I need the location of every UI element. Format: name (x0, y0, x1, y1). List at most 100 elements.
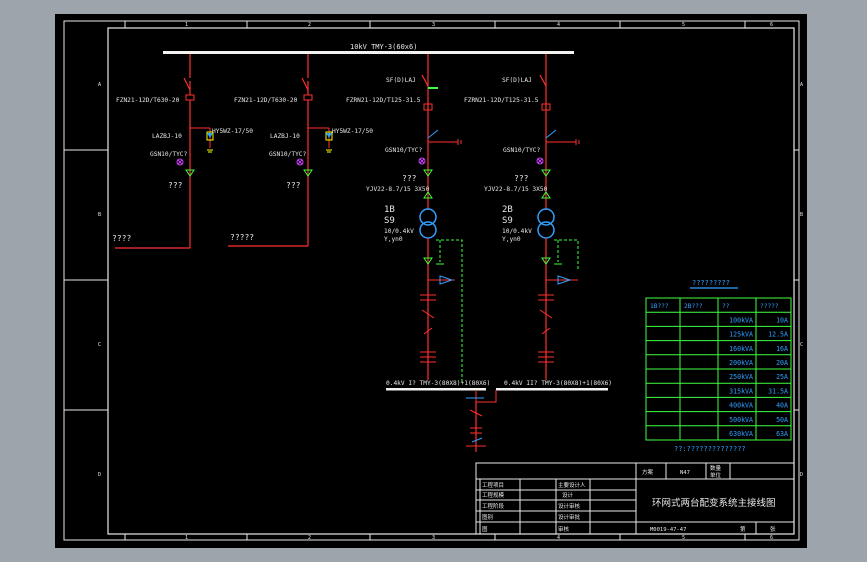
title-block-sheet: 第 (740, 525, 746, 533)
transformer-1-sf-label: SF(D)LAJ (386, 77, 416, 84)
transformer-1-indicator-label: GSN10/TYC? (385, 147, 423, 154)
feeder-2-switch-label: FZN21-12D/T630-20 (234, 97, 298, 104)
transformer-1-branch (418, 54, 463, 382)
main-busbar (163, 51, 574, 54)
row-mark: C (800, 342, 803, 348)
fuse-table-title: ????????? (692, 279, 730, 287)
fuse-table-cell: 63A (776, 430, 788, 438)
inner-frame (107, 27, 795, 535)
drawing-sheet (55, 14, 807, 548)
col-mark: 5 (682, 535, 685, 541)
feeder-1-arrester-label: HY5WZ-17/50 (212, 128, 253, 135)
feeder-2-indicator-label: GSN10/TYC? (269, 151, 307, 158)
fuse-table-header: 1B??? (650, 303, 669, 310)
col-mark: 4 (557, 535, 560, 541)
title-block-cell: 图别 (482, 513, 493, 521)
feeder-2-outgoing-label: ????? (230, 233, 254, 242)
fuse-table-cell: 250kVA (729, 373, 753, 381)
fuse-table-header: ????? (760, 303, 779, 310)
feeder-1-arrester-group-label: LAZBJ-10 (152, 133, 182, 140)
fuse-table-cell: 160kVA (729, 345, 753, 353)
transformer-1-vector-group: Y,yn0 (384, 236, 403, 243)
col-mark: 1 (185, 22, 188, 28)
title-block-unit-label: 单位 (710, 471, 722, 479)
feeder-1-switch-label: FZN21-12D/T630-20 (116, 97, 180, 104)
feeder-1-indicator-label: GSN10/TYC? (150, 151, 188, 158)
feeder-2-arrester-label: HY5WZ-17/50 (332, 128, 373, 135)
title-block-cell: 设计审批 (558, 513, 581, 521)
lv-busbar-2-label: 0.4kV II? TMY-3(80X8)+1(80X6) (504, 380, 612, 387)
col-mark: 6 (770, 22, 773, 28)
feeder-2-mark: ??? (286, 181, 301, 190)
col-mark: 2 (308, 22, 311, 28)
transformer-1-ratio: 10/0.4kV (384, 228, 414, 235)
transformer-1-switch-label: FZRN21-12D/T125-31.5 (346, 97, 421, 104)
row-mark: B (98, 212, 101, 218)
title-block-scheme-value: N47 (680, 470, 690, 476)
transformer-2-sf-label: SF(D)LAJ (502, 77, 532, 84)
col-mark: 5 (682, 22, 685, 28)
fuse-table-cell: 50A (776, 416, 788, 424)
title-block-cell: 主要设计人 (558, 481, 586, 489)
feeder-1-mark: ??? (168, 181, 183, 190)
transformer-2-branch (536, 54, 580, 380)
row-mark: C (98, 342, 101, 348)
title-block-cell: 工程项目 (482, 481, 504, 489)
row-mark: A (800, 82, 803, 88)
fuse-table-cell: 20A (776, 359, 788, 367)
fuse-table-cell: 40A (776, 402, 788, 410)
transformer-2-ratio: 10/0.4kV (502, 228, 532, 235)
row-mark: D (800, 472, 803, 478)
title-block-cell: 审核 (558, 525, 570, 533)
fuse-table-header: ?? (722, 303, 730, 310)
fuse-table-cell: 31.5A (768, 387, 788, 395)
col-mark: 3 (432, 22, 435, 28)
title-block-cell: 图 (482, 525, 488, 533)
fuse-table-cell: 12.5A (768, 331, 788, 339)
fuse-table-cell: 500kVA (729, 416, 753, 424)
transformer-2-cable-label: YJV22-8.7/15 3X50 (484, 186, 548, 193)
transformer-2-model: S9 (502, 216, 513, 226)
row-mark: A (98, 82, 101, 88)
fuse-table-cell: 200kVA (729, 359, 753, 367)
transformer-2-indicator-label: GSN10/TYC? (503, 147, 541, 154)
drawing-title: 环网式两台配变系统主接线图 (652, 497, 776, 509)
col-mark: 2 (308, 535, 311, 541)
row-mark: D (98, 472, 101, 478)
transformer-1-name: 1B (384, 205, 395, 215)
transformer-1-model: S9 (384, 216, 395, 226)
title-block-drawing-no: M0019-47-47 (650, 527, 686, 533)
lv-busbar-1 (386, 388, 486, 391)
title-block-scheme-label: 方案 (642, 468, 654, 476)
col-mark: 3 (432, 535, 435, 541)
main-busbar-label: 10kV TMY-3(60x6) (350, 43, 417, 51)
col-mark: 1 (185, 535, 188, 541)
row-mark: B (800, 212, 803, 218)
title-block-cell: 设计审核 (558, 502, 581, 510)
fuse-table-cell: 315kVA (729, 387, 753, 395)
col-mark: 6 (770, 535, 773, 541)
transformer-2-vector-group: Y,yn0 (502, 236, 521, 243)
lv-busbar-2 (496, 388, 608, 391)
title-block-cell: 工程规模 (482, 491, 505, 499)
fuse-table-cell: 125kVA (729, 331, 753, 339)
title-block-cell: 设计 (562, 491, 574, 499)
transformer-2-mark: ??? (514, 174, 529, 183)
feeder-1-outgoing-label: ???? (112, 234, 131, 243)
fuse-table-cell: 630kVA (729, 430, 753, 438)
fuse-table-header: 2B??? (684, 303, 703, 310)
fuse-table: 1B??? 2B?????????? 100kVA 10A 125kVA 12.5A 160… (645, 297, 792, 441)
title-block (475, 462, 795, 535)
transformer-2-switch-label: FZRN21-12D/T125-31.5 (464, 97, 539, 104)
feeder-2-arrester-group-label: LAZBJ-10 (270, 133, 300, 140)
transformer-2-name: 2B (502, 205, 513, 215)
fuse-table-cell: 10A (776, 316, 788, 324)
fuse-table-cell: 25A (776, 373, 788, 381)
fuse-table-cell: 100kVA (729, 316, 753, 324)
title-block-cell: 工程阶段 (482, 502, 505, 510)
fuse-table-note: ??:?????????????? (674, 445, 746, 453)
fuse-table-cell: 16A (776, 345, 788, 353)
feeder-1 (115, 54, 214, 249)
col-mark: 4 (557, 22, 560, 28)
bus-tie (466, 390, 497, 452)
